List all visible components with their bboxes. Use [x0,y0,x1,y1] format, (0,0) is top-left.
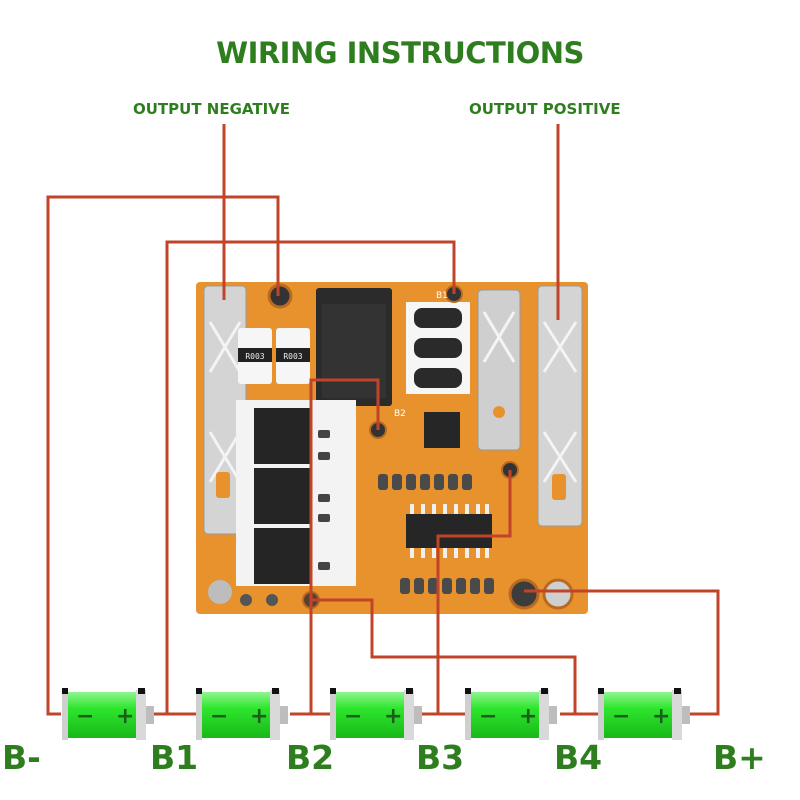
battery-body [469,692,541,738]
svg-text:R003: R003 [245,352,264,361]
pad-unused [542,578,574,610]
protection-ic-small [424,412,460,448]
node-label-b2: B2 [286,738,335,777]
battery-minus-sign: − [210,704,228,729]
resistor-row-bottom [400,578,494,594]
wire-b-plus [524,589,720,716]
battery-plus-sign: + [384,704,402,729]
node-label-b-minus: B- [2,738,41,777]
battery-body [66,692,138,738]
battery-minus-sign: − [612,704,630,729]
pad-b-minus [267,283,293,309]
battery-body [200,692,272,738]
battery-cell-2: −+ [196,688,288,740]
pad-b-plus [508,578,540,610]
battery-plus-sign: + [116,704,134,729]
mosfet-3 [254,528,310,584]
mount-hole [208,580,232,604]
battery-body [334,692,406,738]
node-label-b-plus: B+ [713,738,766,777]
battery-minus-sign: − [344,704,362,729]
output-positive-label: OUTPUT POSITIVE [469,100,621,118]
output-positive-terminal-strip [537,285,583,527]
battery-plus-sign: + [250,704,268,729]
node-label-b3: B3 [416,738,465,777]
svg-text:B1: B1 [436,291,448,301]
battery-minus-sign: − [76,704,94,729]
output-negative-label: OUTPUT NEGATIVE [133,100,291,118]
node-label-b1: B1 [150,738,199,777]
battery-cell-5: −+ [598,688,690,740]
center-terminal-strip [477,289,521,451]
battery-cell-1: −+ [62,688,154,740]
shunt-resistor-1: R003 [238,328,272,384]
wire-b1 [152,240,456,716]
wire-b-minus [46,195,280,716]
diagram-title: WIRING INSTRUCTIONS [216,36,584,70]
wire-b3 [420,470,512,716]
resistor-row-top [378,474,472,490]
wire-b2 [290,378,380,716]
shunt-resistor-2: R003 [276,328,310,384]
svg-text:B2: B2 [394,409,406,419]
mosfet-1 [254,408,310,464]
battery-plus-sign: + [652,704,670,729]
battery-cell-4: −+ [465,688,557,740]
battery-minus-sign: − [479,704,497,729]
node-label-b4: B4 [554,738,603,777]
balance-controller-ic [406,514,492,548]
output-negative-terminal-strip [203,285,247,535]
battery-body [602,692,674,738]
bms-pcb-board: R003 R003 B1 B2 [196,282,588,614]
svg-text:R003: R003 [283,352,302,361]
mosfet-2 [254,468,310,524]
battery-plus-sign: + [519,704,537,729]
battery-cell-3: −+ [330,688,422,740]
